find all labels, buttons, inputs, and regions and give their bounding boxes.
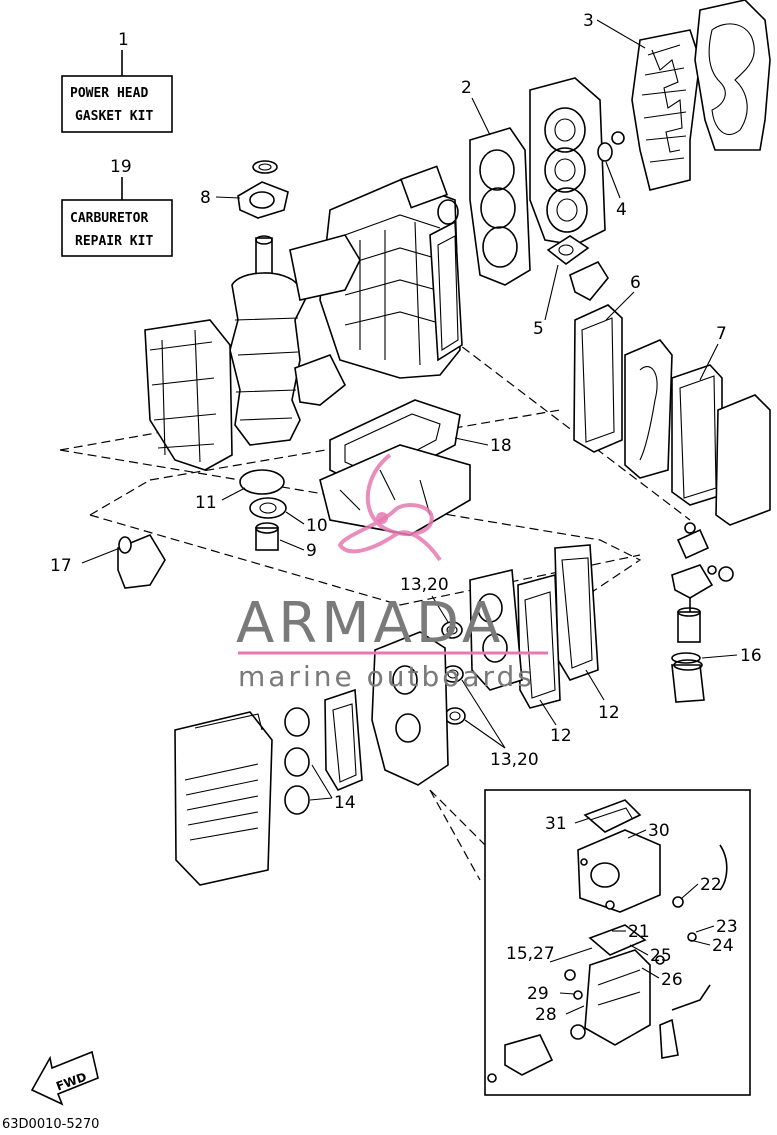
part-label-9: 9 [306, 541, 317, 561]
exhaust-outer-cover: 7 [671, 324, 771, 526]
reed-valve-assembly: 12 12 [469, 544, 620, 746]
part-label-25: 25 [650, 946, 672, 966]
intake-manifold: 14 [284, 631, 449, 815]
kit-line1: POWER HEAD [70, 86, 148, 101]
o-rings: 13,20 13,20 [400, 575, 539, 770]
kit-number: 19 [110, 157, 132, 177]
part-label-17: 17 [50, 556, 72, 576]
part-label-8: 8 [200, 188, 211, 208]
exhaust-cover-assembly: 3 [583, 0, 771, 191]
cylinder-block [319, 165, 463, 379]
carburetor-inset: 31 30 22 21 23 24 15,27 25 26 29 28 [484, 789, 751, 1096]
part-label-5: 5 [533, 319, 544, 339]
assembly-line [59, 329, 691, 606]
part-label-18: 18 [490, 436, 512, 456]
diagram-code: 63D0010-5270 [2, 1117, 100, 1132]
oil-seal-housing: 8 [200, 160, 289, 219]
intake-silencer [174, 711, 273, 886]
part-label-2: 2 [461, 78, 472, 98]
part-label-28: 28 [535, 1005, 557, 1025]
kit-line2: REPAIR KIT [75, 234, 153, 249]
watermark-brand: ARMADA [236, 591, 504, 656]
part-label-12-a: 12 [598, 703, 620, 723]
part-label-15-27: 15,27 [506, 944, 555, 964]
part-label-16: 16 [740, 646, 762, 666]
part-label-26: 26 [661, 970, 683, 990]
part-label-11: 11 [195, 493, 217, 513]
bolt-part: 4 [597, 131, 627, 220]
seal-stack: 11 10 9 [195, 469, 328, 561]
watermark-logo-icon [337, 453, 442, 562]
fuel-filter-assembly: 16 [671, 522, 762, 703]
thermostat-cover: 5 [533, 235, 609, 339]
part-label-22: 22 [700, 875, 722, 895]
assembly-line [429, 789, 491, 881]
cylinder-head [529, 77, 606, 246]
watermark: ARMADA marine outboards [236, 453, 548, 693]
part-label-21: 21 [628, 922, 650, 942]
part-label-7: 7 [716, 324, 727, 344]
part-label-13-20-a: 13,20 [400, 575, 449, 595]
kit-power-head-gasket: 1 POWER HEAD GASKET KIT [61, 30, 173, 133]
part-label-13-20-b: 13,20 [490, 750, 539, 770]
part-label-4: 4 [616, 200, 627, 220]
kit-line1: CARBURETOR [70, 211, 148, 226]
part-label-31: 31 [545, 814, 567, 834]
part-label-23: 23 [716, 917, 738, 937]
part-label-14: 14 [334, 793, 356, 813]
part-label-12-b: 12 [550, 726, 572, 746]
cylinder-head-gasket: 2 [461, 78, 531, 286]
kit-number: 1 [118, 30, 129, 50]
lower-case-gasket: 18 [319, 399, 512, 536]
part-label-29: 29 [527, 984, 549, 1004]
part-label-6: 6 [630, 273, 641, 293]
crankshaft [229, 234, 361, 446]
watermark-tagline: marine outboards [238, 660, 535, 693]
part-label-3: 3 [583, 11, 594, 31]
part-label-30: 30 [648, 821, 670, 841]
anode-part: 17 [50, 534, 166, 589]
kit-line2: GASKET KIT [75, 109, 153, 124]
crankcase [144, 319, 233, 471]
part-label-24: 24 [712, 936, 734, 956]
forward-arrow-icon: FWD [30, 1050, 99, 1106]
kit-carburetor-repair: 19 CARBURETOR REPAIR KIT [61, 157, 173, 257]
exhaust-inner-cover: 6 [573, 273, 673, 479]
part-label-10: 10 [306, 516, 328, 536]
